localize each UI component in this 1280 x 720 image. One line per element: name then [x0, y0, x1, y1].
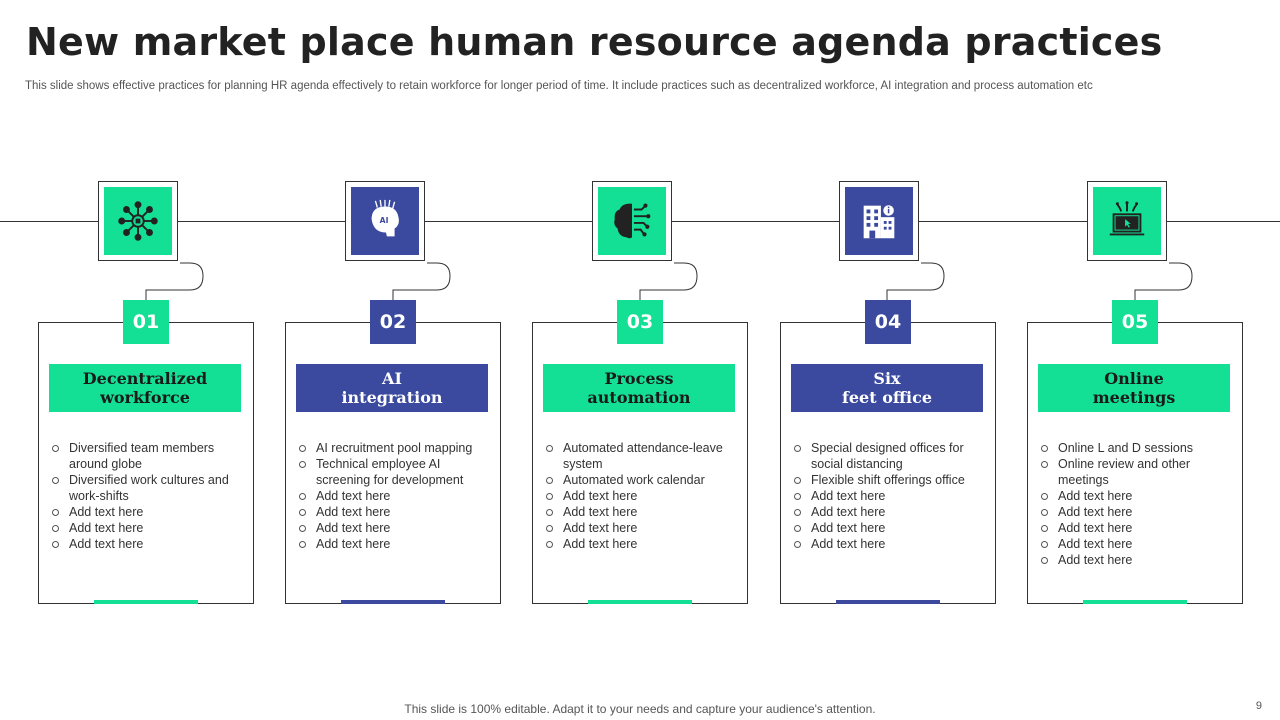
bullet-item: Add text here [793, 488, 989, 504]
step-3-title: Process automation [543, 364, 735, 412]
bullet-item: Add text here [1040, 536, 1236, 552]
step-3-card: Process automation Automated attendance-… [532, 322, 748, 604]
slide-subtitle: This slide shows effective practices for… [25, 80, 1093, 92]
bullet-item: Online L and D sessions [1040, 440, 1236, 456]
bullet-item: Add text here [51, 504, 247, 520]
step-1-bottom-accent [94, 600, 198, 604]
bullet-item: Add text here [51, 520, 247, 536]
bullet-item: Add text here [298, 536, 494, 552]
bullet-item: Diversified team members around globe [51, 440, 247, 472]
step-4-title: Six feet office [791, 364, 983, 412]
bullet-item: Add text here [1040, 488, 1236, 504]
page-number: 9 [1255, 700, 1262, 712]
step-3-icon-frame [592, 181, 672, 261]
bullet-item: Add text here [793, 520, 989, 536]
step-5-icon-frame [1087, 181, 1167, 261]
bullet-item: Add text here [793, 504, 989, 520]
step-4-bullets: Special designed offices for social dist… [793, 440, 989, 552]
bullet-item: Add text here [545, 488, 741, 504]
step-5-title: Online meetings [1038, 364, 1230, 412]
step-4-card: Six feet office Special designed offices… [780, 322, 996, 604]
step-4-icon-frame [839, 181, 919, 261]
step-3-number-badge: 03 [617, 300, 663, 344]
slide-footer: This slide is 100% editable. Adapt it to… [404, 702, 876, 716]
step-5-bottom-accent [1083, 600, 1187, 604]
ai-icon-label: AI [380, 216, 389, 225]
bullet-item: Add text here [1040, 552, 1236, 568]
office-building-icon [863, 205, 895, 239]
step-5-icon-tile [1093, 187, 1161, 255]
step-1-icon-tile [104, 187, 172, 255]
network-hub-icon [118, 201, 158, 241]
ai-brain-icon: AI [371, 199, 399, 237]
step-2-icon-tile: AI [351, 187, 419, 255]
slide-title: New market place human resource agenda p… [26, 20, 1163, 64]
bullet-item: Special designed offices for social dist… [793, 440, 989, 472]
step-2-card: AI integration AI recruitment pool mappi… [285, 322, 501, 604]
circuit-brain-icon [614, 203, 651, 239]
step-4-number-badge: 04 [865, 300, 911, 344]
bullet-item: Automated work calendar [545, 472, 741, 488]
step-2-bottom-accent [341, 600, 445, 604]
bullet-item: Add text here [298, 504, 494, 520]
step-2-title: AI integration [296, 364, 488, 412]
step-2-icon-frame: AI [345, 181, 425, 261]
bullet-item: Add text here [793, 536, 989, 552]
step-1-icon-frame [98, 181, 178, 261]
bullet-item: Automated attendance-leave system [545, 440, 741, 472]
bullet-item: Diversified work cultures and work-shift… [51, 472, 247, 504]
bullet-item: Add text here [545, 504, 741, 520]
step-3-connector [639, 262, 698, 301]
step-1-card: Decentralized workforce Diversified team… [38, 322, 254, 604]
step-4-icon-tile [845, 187, 913, 255]
bullet-item: Add text here [298, 488, 494, 504]
step-2-number-badge: 02 [370, 300, 416, 344]
online-laptop-icon [1109, 201, 1145, 236]
bullet-item: Technical employee AI screening for deve… [298, 456, 494, 488]
step-3-bottom-accent [588, 600, 692, 604]
bullet-item: Add text here [545, 536, 741, 552]
bullet-item: Flexible shift offerings office [793, 472, 989, 488]
bullet-item: Add text here [51, 536, 247, 552]
step-1-connector [145, 262, 204, 301]
bullet-item: Add text here [1040, 520, 1236, 536]
step-1-number-badge: 01 [123, 300, 169, 344]
bullet-item: Add text here [298, 520, 494, 536]
bullet-item: Add text here [1040, 504, 1236, 520]
step-5-connector [1134, 262, 1193, 301]
step-5-number-badge: 05 [1112, 300, 1158, 344]
step-3-icon-tile [598, 187, 666, 255]
step-1-title: Decentralized workforce [49, 364, 241, 412]
bullet-item: AI recruitment pool mapping [298, 440, 494, 456]
bullet-item: Online review and other meetings [1040, 456, 1236, 488]
step-2-connector [392, 262, 451, 301]
step-4-bottom-accent [836, 600, 940, 604]
bullet-item: Add text here [545, 520, 741, 536]
step-4-connector [886, 262, 945, 301]
